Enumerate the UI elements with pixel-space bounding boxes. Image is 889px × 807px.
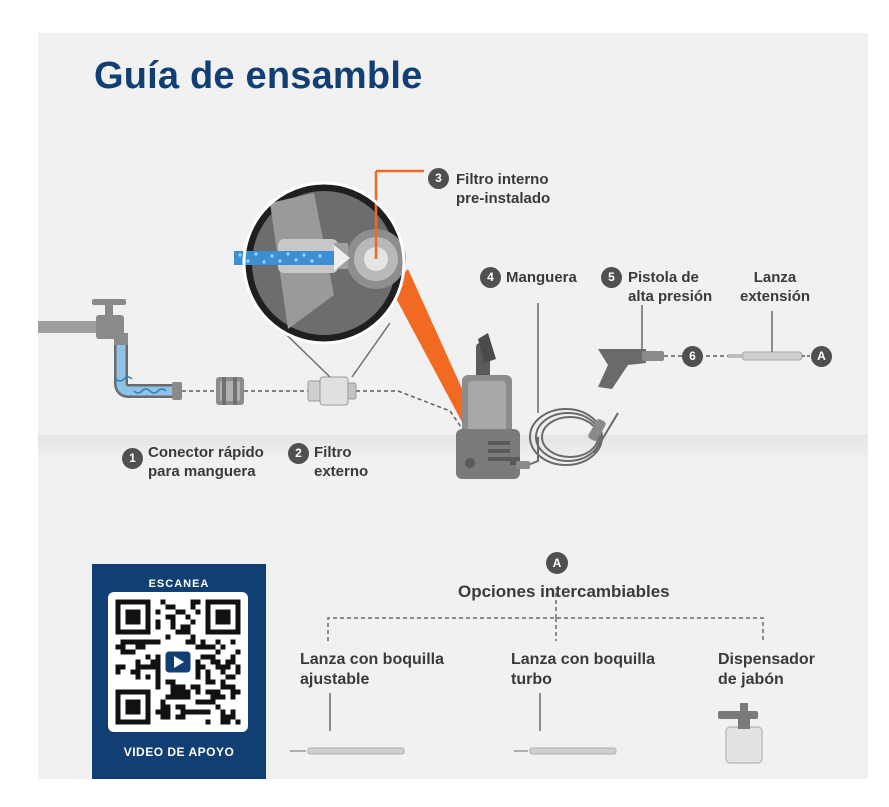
water-pipe (114, 345, 178, 398)
step-2-label-line2: externo (314, 463, 369, 480)
lanza-extension-label: Lanza extensión (740, 268, 810, 306)
water-flow (116, 345, 178, 396)
option-soap-dispenser-label: Dispensador de jabón (718, 650, 815, 690)
step-4-label: Manguera (506, 268, 577, 287)
option-3-line2: de jabón (718, 671, 784, 688)
option-1-line1: Lanza con boquilla (300, 651, 445, 668)
high-pressure-gun (598, 305, 664, 389)
adjustable-nozzle-lance (290, 747, 405, 755)
turbo-nozzle-lance (514, 747, 617, 755)
qr-header: ESCANEA (92, 578, 266, 590)
zoom-detail-circle (234, 169, 424, 343)
qr-code-pattern (115, 599, 241, 725)
option-turbo-lance-label: Lanza con boquilla turbo (511, 650, 655, 690)
assembly-illustration (38, 169, 812, 764)
extension-lance (728, 311, 803, 361)
lanza-label-line2: extensión (740, 288, 811, 305)
options-badge-a: A (546, 552, 568, 574)
lanza-badge-a: A (811, 346, 832, 367)
water-tap (38, 299, 128, 345)
play-icon (162, 648, 194, 676)
page-title: Guía de ensamble (94, 55, 423, 97)
options-tree (327, 617, 764, 641)
step-2-label: Filtro externo (314, 443, 368, 481)
option-2-line2: turbo (511, 671, 552, 688)
zoom-beam-orange (390, 269, 482, 437)
pressure-washer-machine (456, 333, 520, 479)
step-4-label-line1: Manguera (506, 269, 577, 286)
qr-code[interactable] (108, 592, 248, 732)
step-1-label-line1: Conector rápido (148, 444, 264, 461)
step-1-badge: 1 (122, 448, 143, 469)
option-3-line1: Dispensador (718, 651, 815, 668)
lanza-label-line1: Lanza (753, 269, 797, 286)
qr-code-box[interactable]: ESCANEA VIDEO DE APOYO (92, 564, 266, 779)
soap-dispenser (718, 703, 763, 764)
step-5-badge: 5 (601, 267, 622, 288)
step-4-badge: 4 (480, 267, 501, 288)
step-5-label: Pistola de alta presión (628, 268, 712, 306)
connection-dashed-line (182, 390, 469, 438)
option-adjustable-lance-label: Lanza con boquilla ajustable (300, 650, 444, 690)
step-1-label: Conector rápido para manguera (148, 443, 264, 481)
option-2-line1: Lanza con boquilla (511, 651, 656, 668)
zoom-line-right (351, 322, 391, 378)
step-2-badge: 2 (288, 443, 309, 464)
options-title: Opciones intercambiables (458, 582, 670, 601)
coiled-hose (527, 303, 619, 466)
step-6-badge: 6 (682, 346, 703, 367)
external-filter (307, 376, 357, 406)
step-5-label-line1: Pistola de (628, 269, 699, 286)
step-3-badge: 3 (428, 168, 449, 189)
step-2-label-line1: Filtro (314, 444, 352, 461)
step-1-label-line2: para manguera (148, 463, 256, 480)
step-3-label-line2: pre-instalado (456, 190, 551, 207)
option-1-line2: ajustable (300, 671, 370, 688)
step-3-label-line1: Filtro interno (456, 171, 549, 188)
step-3-label: Filtro interno pre-instalado (456, 170, 550, 208)
quick-connector (216, 377, 244, 405)
qr-header-text: ESCANEA (142, 578, 216, 590)
assembly-guide-page: Guía de ensamble 1 Conector rápido para … (38, 33, 868, 779)
step-5-label-line2: alta presión (628, 288, 713, 305)
qr-footer: VIDEO DE APOYO (123, 745, 235, 759)
